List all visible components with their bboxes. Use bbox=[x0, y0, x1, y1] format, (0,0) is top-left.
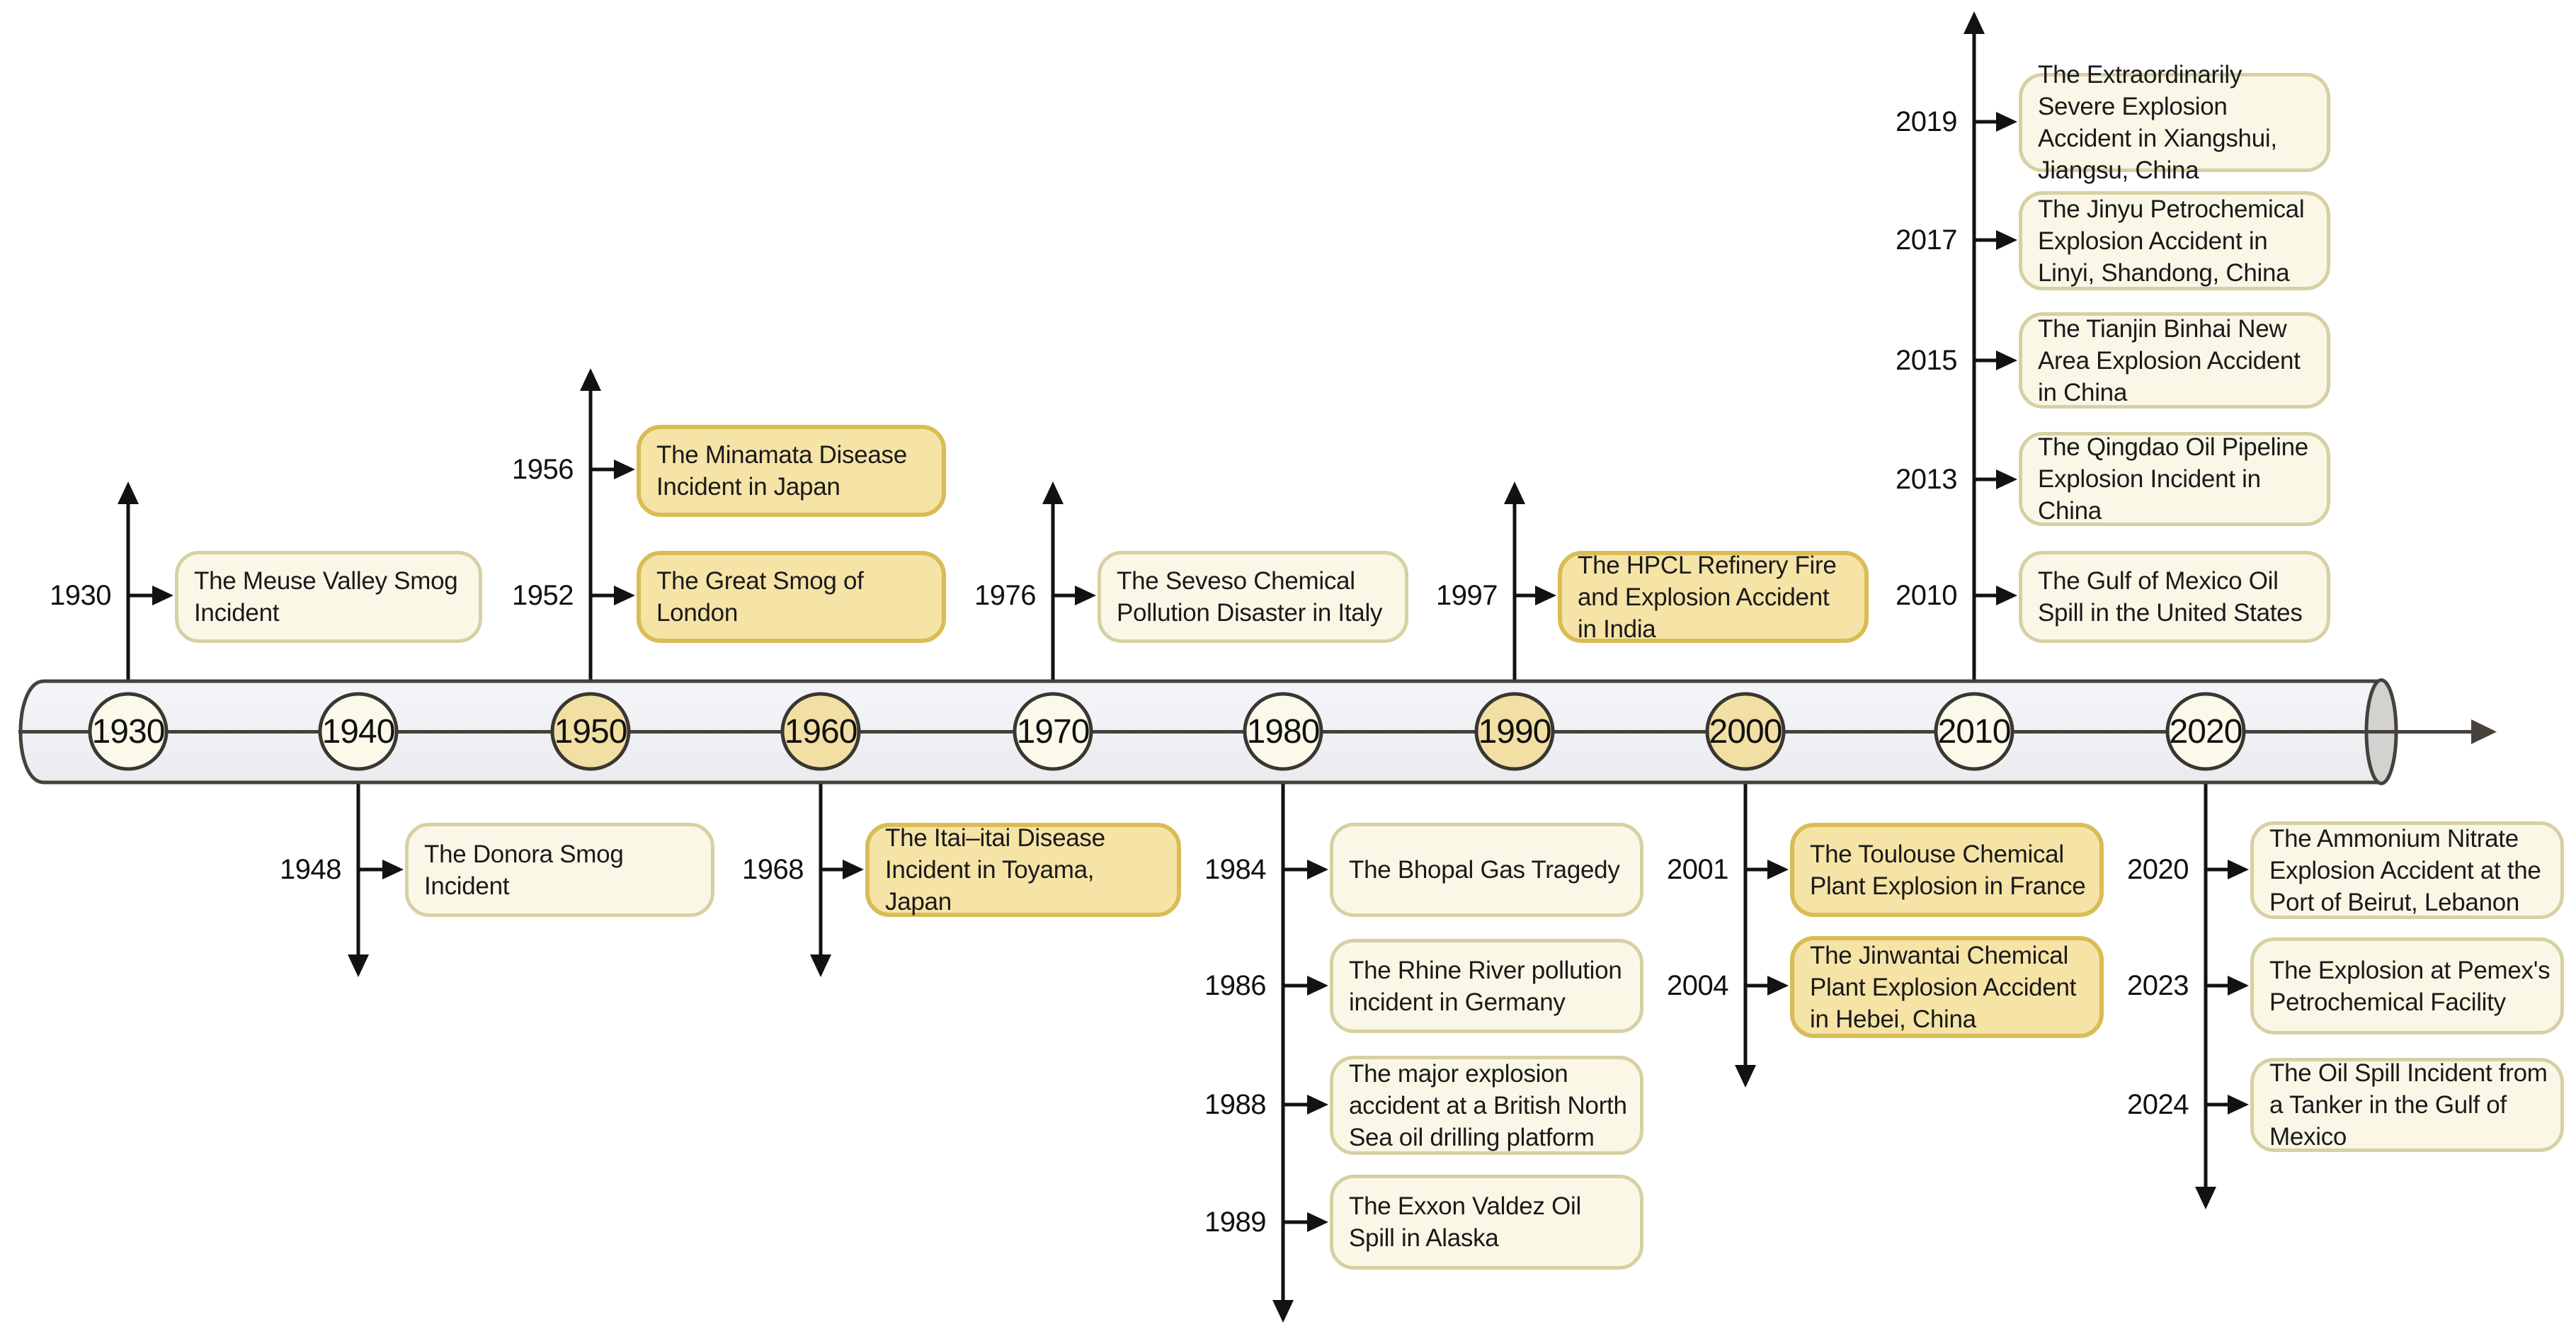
event-title: The Rhine River pollution incident in Ge… bbox=[1349, 956, 1622, 1016]
decade-marker-label: 1970 bbox=[1016, 712, 1090, 751]
event-year-label: 1968 bbox=[742, 854, 804, 885]
event-year-label: 1948 bbox=[280, 854, 341, 885]
event-title: The Exxon Valdez Oil Spill in Alaska bbox=[1349, 1192, 1581, 1252]
event-year-label: 2013 bbox=[1896, 464, 1957, 495]
timeline-axis-arrowhead-icon bbox=[2471, 719, 2497, 744]
event-year-label: 1989 bbox=[1204, 1207, 1266, 1238]
decade-marker-label: 1930 bbox=[91, 712, 166, 751]
event-year-label: 2015 bbox=[1896, 345, 1957, 376]
decade-marker-label: 1980 bbox=[1246, 712, 1321, 751]
decade-marker-label: 1940 bbox=[321, 712, 396, 751]
event-title: The Explosion at Pemex's Petrochemical F… bbox=[2269, 956, 2551, 1016]
event-year-label: 1930 bbox=[50, 580, 111, 611]
event-box: The Bhopal Gas Tragedy bbox=[1330, 823, 1643, 917]
event-box: The Toulouse Chemical Plant Explosion in… bbox=[1790, 823, 2104, 917]
event-box: The Ammonium Nitrate Explosion Accident … bbox=[2250, 821, 2564, 919]
event-title: The Gulf of Mexico Oil Spill in the Unit… bbox=[2038, 567, 2303, 627]
event-year-label: 2024 bbox=[2127, 1089, 2189, 1120]
event-title: The Tianjin Binhai New Area Explosion Ac… bbox=[2038, 314, 2301, 406]
event-box: The Meuse Valley Smog Incident bbox=[175, 551, 482, 643]
event-year-label: 2001 bbox=[1667, 854, 1728, 885]
event-year-label: 1997 bbox=[1436, 580, 1498, 611]
event-title: The Extraordinarily Severe Explosion Acc… bbox=[2038, 61, 2277, 184]
event-year-label: 1952 bbox=[512, 580, 574, 611]
event-box: The Donora Smog Incident bbox=[405, 823, 714, 917]
decade-markers bbox=[88, 692, 2246, 771]
event-box: The Qingdao Oil Pipeline Explosion Incid… bbox=[2019, 432, 2330, 526]
event-year-label: 2017 bbox=[1896, 224, 1957, 256]
event-title: The HPCL Refinery Fire and Explosion Acc… bbox=[1578, 551, 1837, 643]
event-title: The Bhopal Gas Tragedy bbox=[1349, 856, 1620, 884]
event-year-label: 2019 bbox=[1896, 106, 1957, 137]
event-box: The major explosion accident at a Britis… bbox=[1330, 1056, 1643, 1155]
decade-marker-label: 1950 bbox=[554, 712, 628, 751]
event-title: The Oil Spill Incident from a Tanker in … bbox=[2269, 1059, 2548, 1151]
event-box: The Minamata Disease Incident in Japan bbox=[637, 425, 946, 517]
event-box: The Oil Spill Incident from a Tanker in … bbox=[2250, 1058, 2564, 1152]
event-title: The Minamata Disease Incident in Japan bbox=[656, 441, 907, 501]
decade-marker-label: 2010 bbox=[1937, 712, 2012, 751]
event-title: The Seveso Chemical Pollution Disaster i… bbox=[1117, 567, 1383, 627]
event-box: The Explosion at Pemex's Petrochemical F… bbox=[2250, 937, 2564, 1034]
event-year-label: 2004 bbox=[1667, 970, 1728, 1001]
event-box: The Extraordinarily Severe Explosion Acc… bbox=[2019, 61, 2330, 184]
event-year-label: 1988 bbox=[1204, 1089, 1266, 1120]
event-box: The Itai–itai Disease Incident in Toyama… bbox=[865, 823, 1181, 917]
event-title: The Meuse Valley Smog Incident bbox=[194, 567, 458, 627]
event-box: The Jinwantai Chemical Plant Explosion A… bbox=[1790, 936, 2104, 1038]
event-year-label: 2020 bbox=[2127, 854, 2189, 885]
event-title: The Jinwantai Chemical Plant Explosion A… bbox=[1810, 941, 2077, 1033]
event-box: The Exxon Valdez Oil Spill in Alaska bbox=[1330, 1175, 1643, 1270]
event-year-label: 1956 bbox=[512, 454, 574, 485]
event-year-label: 1986 bbox=[1204, 970, 1266, 1001]
event-title: The Great Smog of London bbox=[656, 567, 864, 627]
event-title: The Ammonium Nitrate Explosion Accident … bbox=[2269, 824, 2541, 916]
connector-arrows-below bbox=[358, 860, 2249, 1232]
event-title: The Qingdao Oil Pipeline Explosion Incid… bbox=[2038, 433, 2308, 525]
event-box: The Tianjin Binhai New Area Explosion Ac… bbox=[2019, 312, 2330, 409]
event-year-label: 1984 bbox=[1204, 854, 1266, 885]
decade-marker-label: 1960 bbox=[784, 712, 858, 751]
event-box: The Gulf of Mexico Oil Spill in the Unit… bbox=[2019, 551, 2330, 643]
event-box: The Rhine River pollution incident in Ge… bbox=[1330, 939, 1643, 1033]
event-title: The Itai–itai Disease Incident in Toyama… bbox=[885, 824, 1105, 916]
event-box: The HPCL Refinery Fire and Explosion Acc… bbox=[1558, 551, 1869, 643]
event-title: The Jinyu Petrochemical Explosion Accide… bbox=[2038, 195, 2305, 287]
decade-marker-label: 2020 bbox=[2169, 712, 2243, 751]
decade-marker-label: 2000 bbox=[1709, 712, 1783, 751]
event-box: The Great Smog of London bbox=[637, 551, 946, 643]
connector-arrows-above bbox=[128, 112, 2017, 605]
event-year-label: 1976 bbox=[974, 580, 1036, 611]
event-box: The Seveso Chemical Pollution Disaster i… bbox=[1098, 551, 1408, 643]
event-year-label: 2010 bbox=[1896, 580, 1957, 611]
event-title: The major explosion accident at a Britis… bbox=[1349, 1059, 1627, 1151]
branch-lines-up bbox=[118, 11, 1985, 681]
event-box: The Jinyu Petrochemical Explosion Accide… bbox=[2019, 191, 2330, 290]
event-year-label: 2023 bbox=[2127, 970, 2189, 1001]
decade-marker-label: 1990 bbox=[1478, 712, 1552, 751]
event-title: The Toulouse Chemical Plant Explosion in… bbox=[1810, 840, 2086, 900]
event-title: The Donora Smog Incident bbox=[424, 840, 624, 900]
